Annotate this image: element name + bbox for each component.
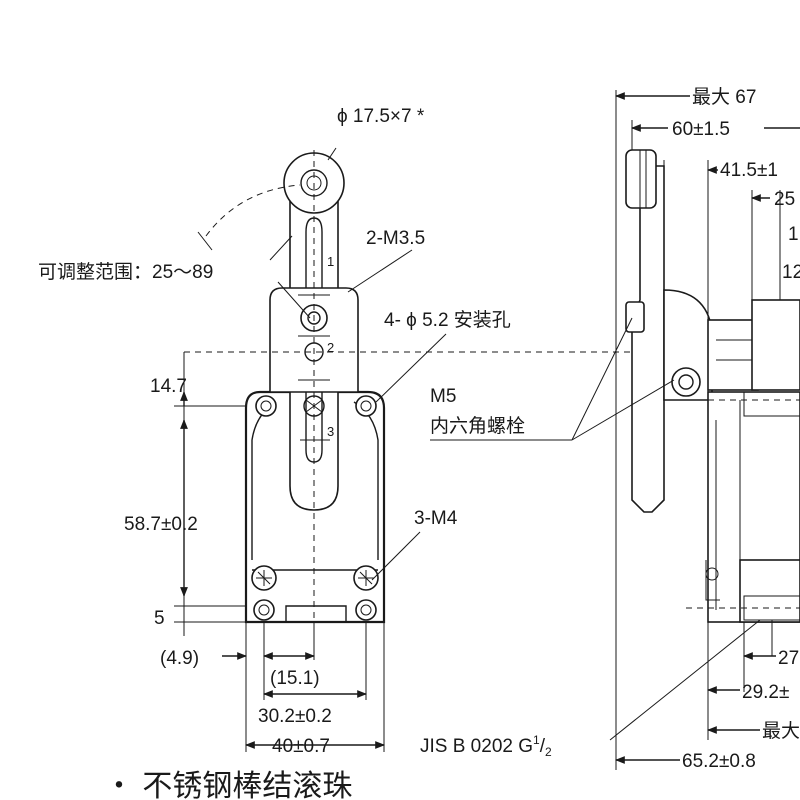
dim-41-5: 41.5±1 xyxy=(720,160,778,181)
scale-mark-3: 3 xyxy=(327,424,334,439)
dim-max67: 最大 67 xyxy=(692,86,756,108)
dim-30-2: 30.2±0.2 xyxy=(258,706,332,727)
dim-65-2: 65.2±0.8 xyxy=(682,751,756,772)
dim-27: 27 xyxy=(778,648,799,669)
m5-label: M5 xyxy=(430,386,456,407)
holes-label: 4- ϕ 5.2 安装孔 xyxy=(384,309,511,331)
dim-5: 5 xyxy=(154,608,165,629)
dim-1: 1 xyxy=(788,224,799,245)
scale-mark-1: 1 xyxy=(327,254,334,269)
dim-58-7: 58.7±0.2 xyxy=(124,514,198,535)
dim-29-2: 29.2± xyxy=(742,682,789,703)
m4-label: 3-M4 xyxy=(414,508,458,529)
roller-label: ϕ 17.5×7 * xyxy=(337,106,425,127)
hex-bolt-label: 内六角螺栓 xyxy=(430,415,525,437)
mount-thread-label: 2-M3.5 xyxy=(366,228,425,249)
labels: ϕ 17.5×7 * 2-M3.5 可调整范围：25～89 4- ϕ 5.2 安… xyxy=(38,86,800,800)
dim-60: 60±1.5 xyxy=(672,119,730,140)
dim-14-7: 14.7 xyxy=(150,376,187,397)
mounting-holes xyxy=(253,395,377,621)
side-view xyxy=(615,90,800,770)
front-view: 1 2 3 xyxy=(174,147,640,752)
jis-label: JIS B 0202 G1/2 xyxy=(420,733,552,759)
dim-15-1: (15.1) xyxy=(270,668,320,689)
bottom-caption: ・ 不锈钢棒结滚珠 xyxy=(104,770,352,800)
side-hex-bolt xyxy=(671,367,701,397)
dim-4-9: (4.9) xyxy=(160,648,199,669)
dim-25: 25 xyxy=(774,189,795,210)
adjust-range-label: 可调整范围：25～89 xyxy=(38,261,213,283)
m4-screws xyxy=(251,565,379,591)
dim-40: 40±0.7 xyxy=(272,736,330,757)
dim-max4: 最大4 xyxy=(762,720,800,742)
dim-12: 12 xyxy=(782,262,800,283)
scale-mark-2: 2 xyxy=(327,340,334,355)
